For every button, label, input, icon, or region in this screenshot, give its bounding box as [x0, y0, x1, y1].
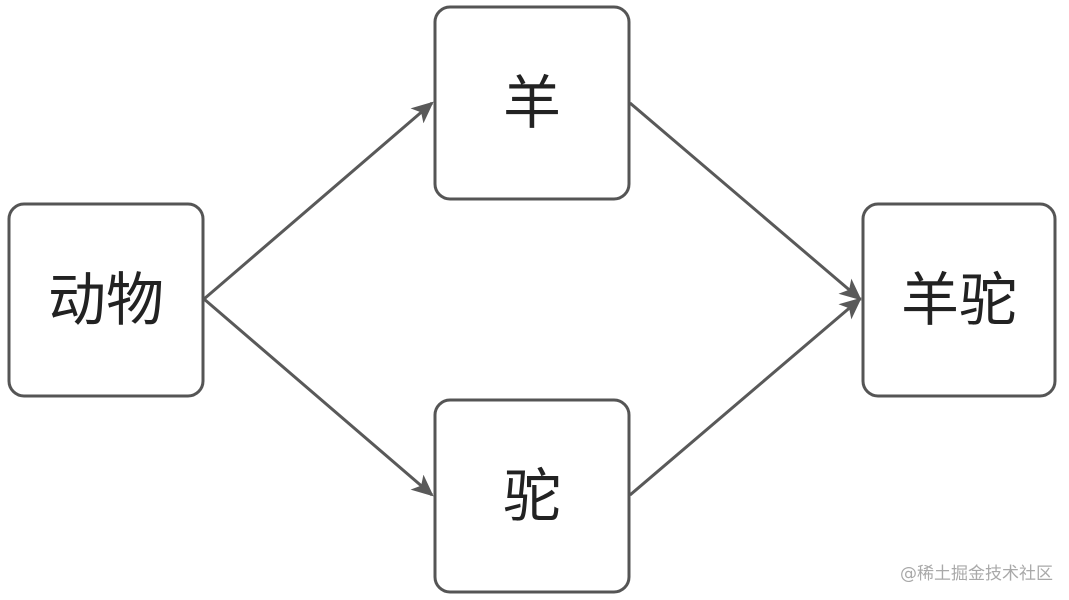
node-camel-label: 驼: [503, 462, 561, 530]
node-sheep-box: [433, 5, 631, 201]
edge-sheep-to-alpaca: [629, 101, 862, 301]
edge-camel-to-alpaca: [629, 297, 862, 497]
node-sheep-label: 羊: [503, 69, 561, 137]
node-sheep: 羊: [433, 5, 631, 201]
watermark-text: @稀土掘金技术社区: [900, 564, 1053, 584]
node-animal: 动物: [7, 202, 205, 398]
node-alpaca-label: 羊驼: [901, 266, 1017, 334]
node-camel: 驼: [433, 398, 631, 594]
edge-animal-to-camel: [203, 297, 434, 497]
node-alpaca-box: [861, 202, 1057, 398]
node-animal-label: 动物: [48, 266, 164, 334]
node-camel-box: [433, 398, 631, 594]
edge-animal-to-sheep: [203, 101, 434, 301]
node-animal-box: [7, 202, 205, 398]
node-alpaca: 羊驼: [861, 202, 1057, 398]
